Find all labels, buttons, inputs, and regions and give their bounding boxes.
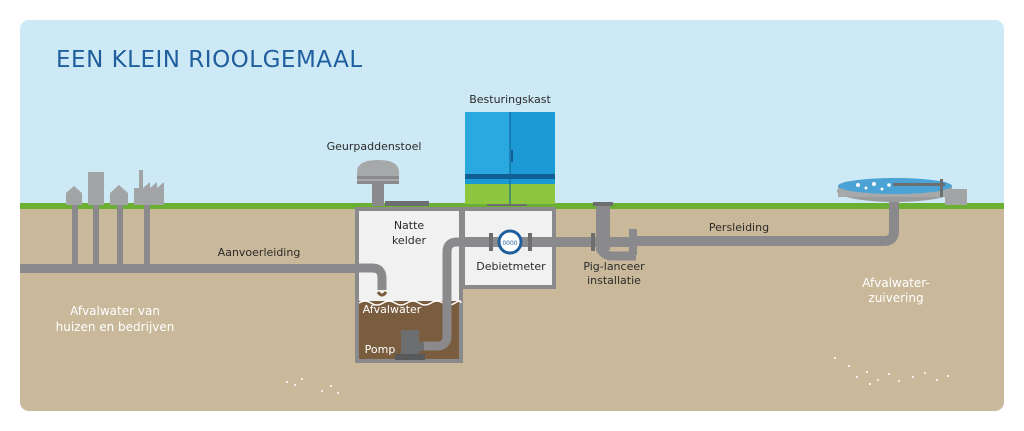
label-source-line2: huizen en bedrijven — [56, 320, 175, 334]
pressure-main — [636, 198, 899, 246]
label-wet-well-line1: Natte — [394, 219, 425, 232]
odour-vent — [357, 160, 399, 206]
pump — [395, 330, 425, 360]
label-pressure-main: Persleiding — [709, 221, 769, 234]
label-sewage: Afvalwater — [363, 303, 422, 316]
inflow-drip — [376, 291, 388, 297]
ground-speckles — [286, 357, 949, 394]
flange — [528, 233, 532, 251]
label-supply-pipe: Aanvoerleiding — [218, 246, 301, 259]
diagram-title: EEN KLEIN RIOOLGEMAAL — [56, 47, 363, 73]
flow-meter-readout: 0000 — [502, 240, 517, 247]
supply-pipe — [20, 264, 375, 273]
label-source-line1: Afvalwater van — [70, 304, 160, 318]
label-pig-launcher-line2: installatie — [587, 274, 641, 287]
supply-elbow — [357, 263, 387, 290]
label-pump: Pomp — [365, 343, 396, 356]
pressure-riser — [423, 237, 470, 351]
flange — [489, 233, 493, 251]
treatment-plant — [837, 178, 967, 205]
label-treatment-line1: Afvalwater- — [862, 276, 930, 290]
buildings — [66, 170, 164, 205]
meter-pipe — [461, 237, 636, 247]
control-cabinet — [465, 112, 555, 204]
label-wet-well-line2: kelder — [392, 234, 427, 247]
label-odour-vent: Geurpaddenstoel — [327, 140, 422, 153]
pig-launcher — [591, 202, 637, 261]
flow-meter-dial — [497, 229, 523, 255]
label-flow-meter: Debietmeter — [476, 260, 546, 273]
well-lid — [385, 201, 429, 206]
label-treatment-line2: zuivering — [868, 291, 923, 305]
label-control-cabinet: Besturingskast — [469, 93, 551, 106]
house-connections — [72, 205, 150, 267]
label-pig-launcher-line1: Pig-lanceer — [583, 260, 645, 273]
